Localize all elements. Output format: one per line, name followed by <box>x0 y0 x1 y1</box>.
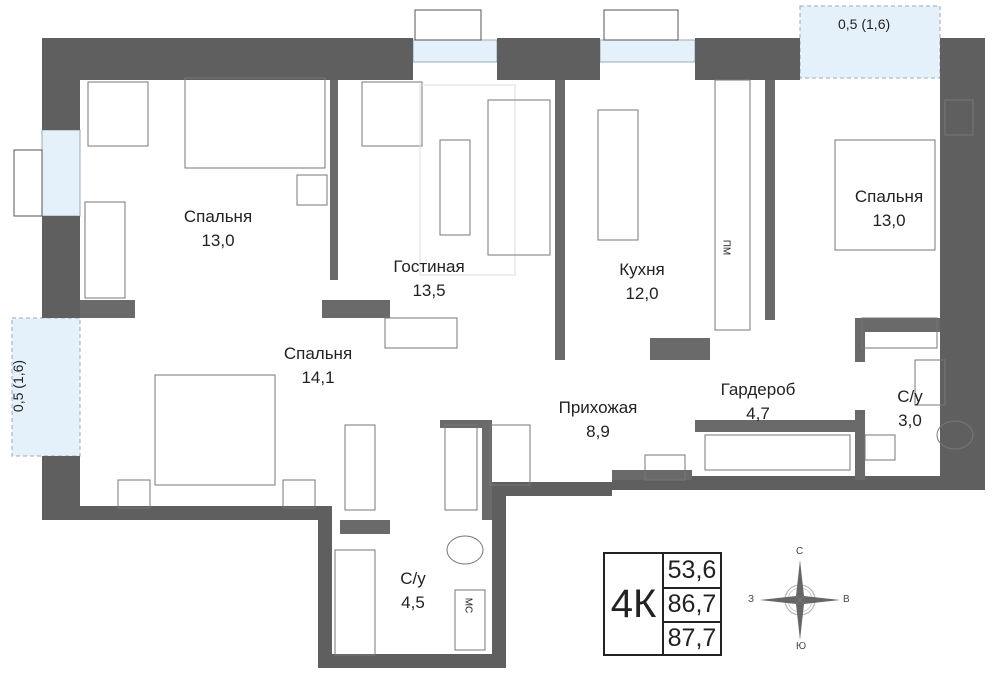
room-area: 13,0 <box>201 231 235 250</box>
room-kitchen: Кухня 12,0 <box>619 258 665 306</box>
total-area-with-balcony: 87,7 <box>667 624 717 652</box>
room-bedroom-1: Спальня 13,0 <box>184 205 252 253</box>
room-area: 3,0 <box>898 411 922 430</box>
total-area: 86,7 <box>664 588 720 623</box>
outer-walls <box>42 38 985 668</box>
room-hallway: Прихожая 8,9 <box>559 396 638 444</box>
room-name: Гостиная <box>393 257 465 276</box>
room-bathroom-2: С/у 4,5 <box>400 567 426 615</box>
room-living: Гостиная 13,5 <box>393 255 464 303</box>
room-name: Кухня <box>619 260 665 279</box>
room-name: Спальня <box>854 187 924 206</box>
apartment-type: 4К <box>605 554 664 654</box>
living-area: 53,6 <box>664 554 720 589</box>
room-area: 4,7 <box>746 404 770 423</box>
room-name: С/у <box>897 387 923 406</box>
furniture <box>84 77 974 656</box>
room-area: 4,5 <box>401 593 425 612</box>
room-area: 8,9 <box>586 422 610 441</box>
compass-rose-icon <box>760 560 840 640</box>
interior-walls <box>80 80 940 534</box>
windows <box>11 5 941 457</box>
room-name: Гардероб <box>720 380 796 399</box>
dishwasher-label: ПМ <box>720 239 732 256</box>
room-area: 14,1 <box>301 368 335 387</box>
compass-south: Ю <box>796 641 807 652</box>
balcony-frames <box>13 9 679 217</box>
room-name: Прихожая <box>558 398 638 417</box>
washer-label: МС <box>462 597 474 614</box>
room-bedroom-3: Спальня 14,1 <box>284 342 352 390</box>
balcony-area-left: 0,5 (1,6) <box>10 359 27 413</box>
room-area: 13,0 <box>872 211 906 230</box>
room-area: 13,5 <box>412 281 446 300</box>
room-name: С/у <box>400 569 426 588</box>
compass-east: В <box>843 594 850 605</box>
balcony-area-top-right: 0,5 (1,6) <box>838 16 891 32</box>
room-bedroom-2: Спальня 13,0 <box>855 185 923 233</box>
room-name: Спальня <box>183 207 253 226</box>
room-wardrobe: Гардероб 4,7 <box>721 378 796 426</box>
room-name: Спальня <box>283 344 353 363</box>
compass-north: С <box>796 546 804 557</box>
compass-west: З <box>748 594 755 605</box>
room-bathroom-1: С/у 3,0 <box>897 385 923 433</box>
area-legend: 4К 53,6 86,7 87,7 <box>603 552 722 656</box>
room-area: 12,0 <box>625 284 659 303</box>
